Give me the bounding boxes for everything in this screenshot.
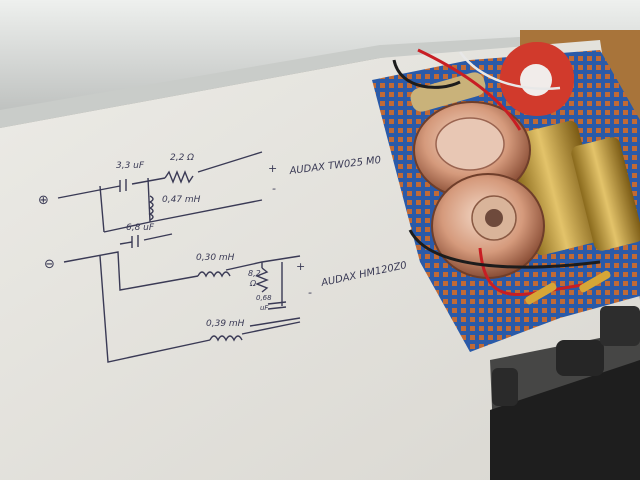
l2-label: 0,30 mH <box>196 253 235 263</box>
r1-label: 2,2 Ω <box>170 153 194 163</box>
black-wires <box>392 59 601 269</box>
c2-label: 6,8 uF <box>126 223 155 233</box>
c3-label-b: uF <box>260 304 269 312</box>
r2-label-a: 8,2 <box>248 269 261 278</box>
inductor-top-core <box>435 117 505 171</box>
crossover-board <box>372 42 640 352</box>
l1-label: 0,47 mH <box>162 195 201 205</box>
tweeter-minus: - <box>272 182 276 195</box>
terminal-1 <box>525 282 557 305</box>
woofer-plus: + <box>296 260 305 273</box>
tweeter-plus: + <box>268 162 277 175</box>
c1-label: 3,3 uF <box>116 161 145 171</box>
white-wire <box>458 51 561 90</box>
plus-input-label: ⊕ <box>38 193 49 208</box>
crossover-schematic <box>57 151 301 363</box>
inductor-bottom-hole <box>485 209 503 227</box>
resistor-cream <box>410 72 486 112</box>
capacitor-gold-small <box>571 137 640 251</box>
l3-label: 0,39 mH <box>206 319 245 329</box>
terminal-2 <box>579 270 611 293</box>
r2-label-b: Ω <box>249 279 257 288</box>
minus-input-label: ⊖ <box>44 257 55 272</box>
woofer-minus: - <box>308 286 312 299</box>
red-spool-center <box>520 64 552 96</box>
background-objects <box>490 306 640 480</box>
c3-label-a: 0,68 <box>256 294 272 302</box>
